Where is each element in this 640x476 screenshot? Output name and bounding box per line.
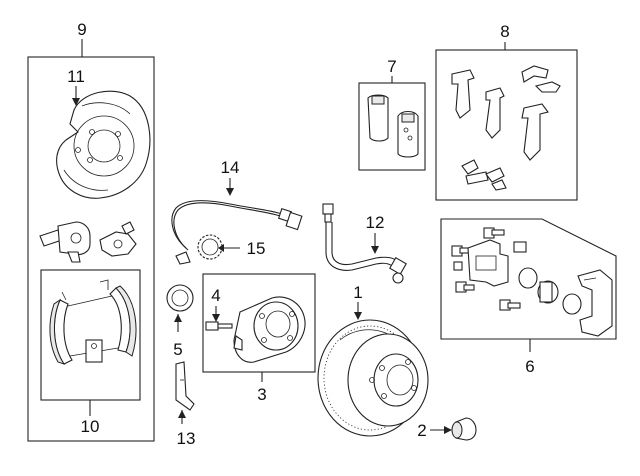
arrow-15 (218, 244, 224, 252)
abs-sensor: 14 (171, 158, 303, 265)
seal: 5 (166, 284, 194, 359)
callout-13: 13 (177, 429, 196, 448)
callout-14: 14 (221, 158, 240, 177)
callout-3: 3 (257, 385, 266, 404)
tone-ring: 15 (197, 234, 266, 260)
callout-4: 4 (211, 286, 220, 305)
callout-15: 15 (247, 239, 266, 258)
backing-plate-group: 9 11 (27, 20, 155, 442)
hardware-group: 8 (435, 22, 578, 201)
callout-7: 7 (387, 57, 396, 76)
hub-cap: 2 (417, 417, 477, 441)
callout-1: 1 (353, 283, 362, 302)
brake-shoes (49, 279, 137, 365)
arrow-11 (72, 98, 80, 106)
callout-9: 9 (77, 20, 86, 39)
bracket: 13 (175, 361, 196, 448)
group-9-box (27, 56, 155, 442)
arrow-2 (444, 426, 452, 434)
brake-hose: 12 (322, 203, 407, 284)
callout-5: 5 (173, 340, 182, 359)
dust-shield (56, 90, 151, 199)
callout-8: 8 (500, 22, 509, 41)
pads-group: 7 (358, 57, 426, 171)
callout-12: 12 (366, 213, 385, 232)
hub-bearing-group: 4 3 (202, 273, 316, 404)
arrow-12 (371, 246, 379, 254)
arrow-4 (212, 314, 220, 322)
arrow-13 (178, 410, 186, 418)
caliper-group: 6 (440, 218, 617, 376)
group-6-box (440, 218, 617, 340)
brake-rotor: 1 (317, 283, 429, 437)
hub-bolt (205, 321, 233, 331)
hub (233, 296, 306, 363)
group-8-box (435, 49, 578, 201)
adjuster-parts (39, 221, 137, 263)
callout-10: 10 (81, 417, 100, 436)
callout-11: 11 (67, 67, 85, 86)
callout-6: 6 (525, 357, 534, 376)
caliper-piston (518, 267, 582, 315)
group-7-box (358, 82, 426, 171)
arrow-5 (174, 314, 182, 322)
arrow-1 (354, 312, 362, 320)
caliper-body (577, 269, 613, 337)
group-3-box (202, 273, 316, 373)
caliper-bracket (467, 239, 509, 287)
caliper-bolts (451, 227, 527, 311)
callout-2: 2 (417, 421, 426, 440)
arrow-14 (226, 188, 234, 196)
